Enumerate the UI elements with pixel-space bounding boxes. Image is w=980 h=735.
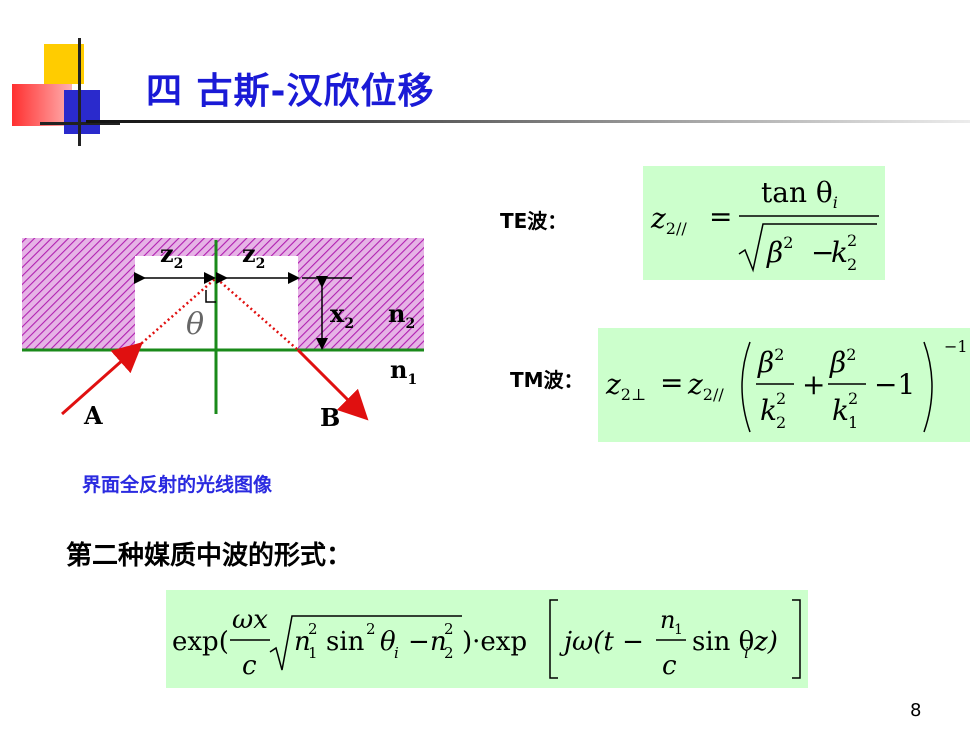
svg-text:2: 2 xyxy=(776,413,786,432)
title-underline xyxy=(86,120,970,123)
reflected-ray xyxy=(296,348,369,421)
svg-text:θ: θ xyxy=(380,627,396,657)
svg-text:2: 2 xyxy=(444,620,454,638)
svg-text:c: c xyxy=(662,651,677,681)
svg-text:2: 2 xyxy=(847,255,857,274)
svg-text:1: 1 xyxy=(848,413,858,432)
svg-text:z2⊥: z2⊥ xyxy=(605,368,646,404)
svg-text:c: c xyxy=(242,651,257,681)
svg-text:k: k xyxy=(832,394,849,427)
svg-text:1: 1 xyxy=(308,644,318,662)
svg-text:β2: β2 xyxy=(757,345,784,379)
svg-text:−1: −1 xyxy=(874,368,915,401)
svg-text:n: n xyxy=(430,627,447,657)
x2-label: x2 xyxy=(330,299,354,332)
te-formula: z2// = tan θi β2 − k 2 2 xyxy=(650,176,879,274)
svg-text:−: − xyxy=(811,236,834,269)
page-number: 8 xyxy=(910,700,922,721)
svg-text:k: k xyxy=(831,236,848,269)
svg-text:n: n xyxy=(294,627,311,657)
theta-label: θ xyxy=(186,307,204,342)
n1-label: n1 xyxy=(390,355,417,388)
wave-formula: exp( ωx c n 2 1 sin 2 θ i − n 2 2 )·exp … xyxy=(172,599,801,681)
decorative-logo xyxy=(10,38,130,146)
wave-form-heading: 第二种媒质中波的形式： xyxy=(66,541,353,571)
svg-text:2: 2 xyxy=(847,231,857,250)
diagram-caption: 界面全反射的光线图像 xyxy=(82,474,273,496)
penetration-path xyxy=(133,276,299,351)
svg-text:2: 2 xyxy=(776,389,786,408)
svg-text:k: k xyxy=(760,394,777,427)
z2-left-label: z2 xyxy=(160,239,183,272)
svg-text:β2: β2 xyxy=(766,233,793,269)
svg-text:2: 2 xyxy=(308,620,318,638)
svg-text:−1: −1 xyxy=(944,337,968,356)
svg-text:=: = xyxy=(709,200,732,233)
medium-2-region xyxy=(22,238,424,350)
wave-formula-box: exp( ωx c n 2 1 sin 2 θ i − n 2 2 )·exp … xyxy=(166,590,808,688)
svg-text:sin θ: sin θ xyxy=(692,627,754,657)
svg-text:n: n xyxy=(660,606,675,634)
tm-formula-box: z2⊥ = z2// β2 k 2 2 + β2 k 2 1 −1 −1 xyxy=(598,328,970,442)
svg-text:z2//: z2// xyxy=(687,368,724,404)
slide-title: 四 古斯-汉欣位移 xyxy=(146,71,435,112)
svg-text:jω(t −: jω(t − xyxy=(559,627,644,657)
svg-text:z2//: z2// xyxy=(650,202,687,238)
svg-text:β2: β2 xyxy=(829,345,856,379)
svg-text:2: 2 xyxy=(366,620,376,638)
svg-text:z): z) xyxy=(753,627,778,657)
svg-text:ωx: ωx xyxy=(232,605,268,635)
point-a-label: A xyxy=(83,401,103,430)
svg-text:+: + xyxy=(802,368,825,401)
svg-text:2: 2 xyxy=(444,644,454,662)
n2-label: n2 xyxy=(388,299,415,332)
svg-text:exp(: exp( xyxy=(172,627,229,657)
te-wave-label: TE波： xyxy=(500,209,568,233)
svg-text:sin: sin xyxy=(326,627,365,657)
svg-text:−: − xyxy=(408,627,430,657)
tm-wave-label: TM波： xyxy=(510,368,584,392)
svg-text:=: = xyxy=(660,366,683,399)
z2-right-label: z2 xyxy=(242,239,265,272)
tm-formula: z2⊥ = z2// β2 k 2 2 + β2 k 2 1 −1 −1 xyxy=(605,337,968,433)
total-reflection-diagram: z2 z2 θ x2 n2 n1 A B xyxy=(22,238,424,432)
svg-text:i: i xyxy=(744,644,749,662)
point-b-label: B xyxy=(320,403,340,432)
svg-text:1: 1 xyxy=(674,622,683,638)
svg-text:2: 2 xyxy=(848,389,858,408)
te-formula-box: z2// = tan θi β2 − k 2 2 xyxy=(643,166,885,280)
svg-text:i: i xyxy=(394,644,399,662)
svg-text:tan θi: tan θi xyxy=(761,176,838,212)
incident-ray xyxy=(61,342,143,416)
svg-text:)·exp: )·exp xyxy=(462,627,527,657)
